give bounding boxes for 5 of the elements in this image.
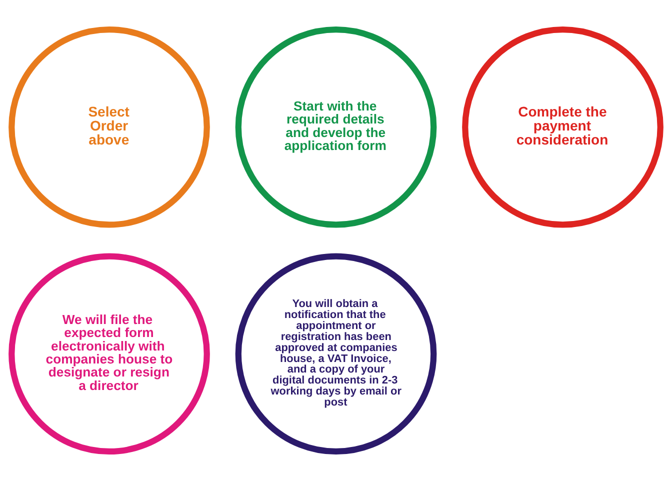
node-circle: Start with the required details and develop the application form [235,26,437,228]
node-circle: We will file the expected form electronically with companies house to designate or resign a director [8,252,210,454]
node-circle: You will obtain a notification that the appointment or registration has been approved at companies house, a VAT Invoice, and a copy of your digital documents in 2-3 working days by email or post [235,252,437,454]
node-circle: Select Order above [8,26,210,228]
node-circle: Complete the payment consideration [462,26,664,228]
